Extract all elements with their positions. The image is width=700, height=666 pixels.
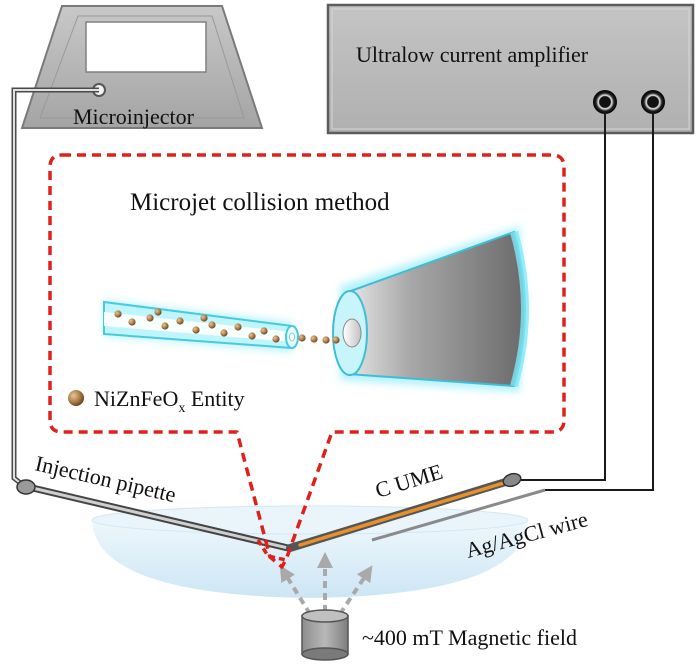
capillary-zoom	[103, 300, 299, 352]
particle	[234, 323, 242, 331]
ume-holder-icon	[502, 472, 522, 488]
magnetic-field-arrows	[279, 552, 373, 616]
particle	[298, 334, 306, 342]
terminal-jack-icon	[641, 90, 665, 114]
cylinder-magnet-icon	[301, 609, 349, 661]
particle	[128, 318, 136, 326]
amplifier-label: Ultralow current amplifier	[356, 42, 589, 67]
sphere-particle-icon	[68, 390, 84, 406]
entity-subscript: x	[178, 401, 185, 416]
particle	[310, 335, 318, 343]
reference-lead-wire	[545, 112, 654, 491]
injection-pipette	[16, 479, 292, 552]
particle	[322, 336, 330, 344]
electrode-cone-zoom	[332, 226, 529, 392]
particle-group	[114, 308, 340, 344]
particle	[192, 326, 200, 334]
particle	[114, 310, 122, 318]
injection-tubing	[11, 87, 99, 488]
entity-legend-label: NiZnFeOx Entity	[94, 386, 245, 416]
microinjector: Microinjector	[20, 5, 264, 129]
current-amplifier: Ultralow current amplifier	[326, 3, 695, 135]
c-ume	[286, 472, 522, 552]
tip-focus-mark	[256, 539, 287, 562]
particle	[146, 314, 154, 322]
pipette-holder-icon	[16, 479, 36, 495]
entity-suffix: Entity	[185, 386, 244, 411]
particle	[260, 327, 268, 335]
microinjector-screen	[85, 21, 207, 73]
entity-formula: NiZnFeO	[94, 386, 178, 411]
c-ume-label: C UME	[372, 459, 445, 503]
particle	[176, 317, 184, 325]
particle	[161, 322, 169, 330]
particle	[220, 329, 228, 337]
ume-lead-wire	[516, 112, 606, 481]
injection-pipette-label: Injection pipette	[33, 451, 179, 508]
magnetic-field-label: ~400 mT Magnetic field	[362, 625, 577, 650]
ag-agcl-wire	[371, 488, 546, 542]
particle	[208, 321, 216, 329]
particle	[200, 314, 208, 322]
particle	[272, 335, 280, 343]
particle	[248, 332, 256, 340]
microinjector-label: Microinjector	[73, 104, 195, 129]
microjet-callout	[48, 153, 566, 569]
method-title: Microjet collision method	[130, 189, 390, 216]
particle	[332, 336, 340, 344]
terminal-jack-icon	[593, 90, 617, 114]
particle	[154, 308, 162, 316]
